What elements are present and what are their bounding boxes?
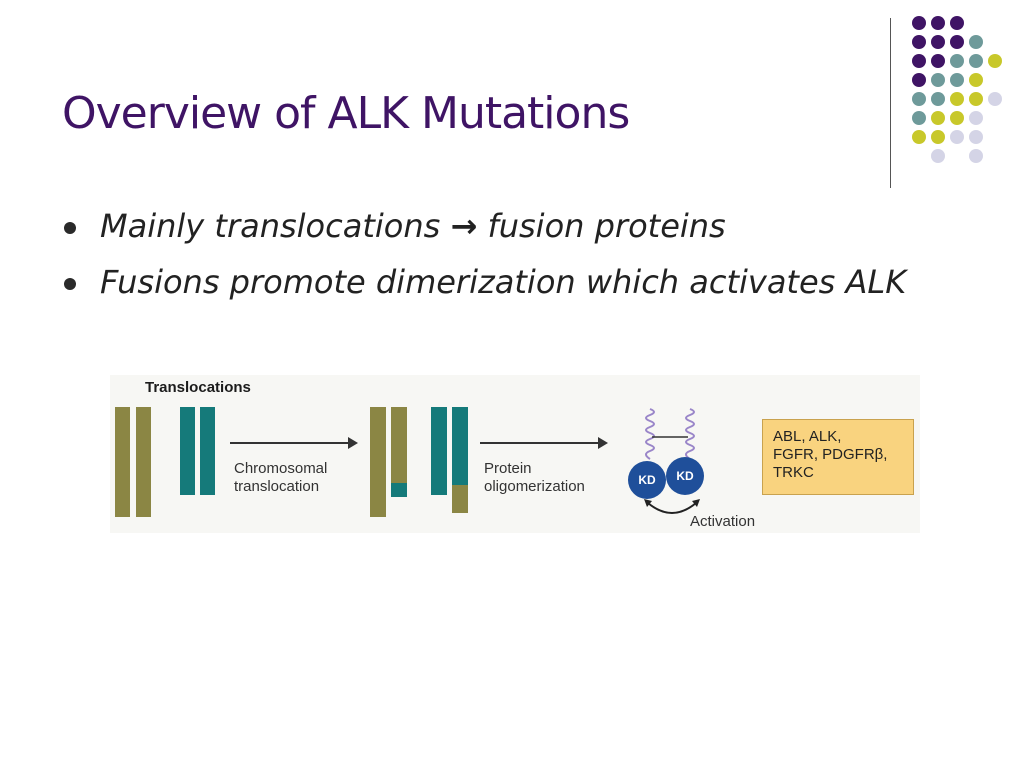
chromosome-teal: [431, 407, 447, 495]
decor-dot: [969, 35, 983, 49]
bullet-item: Mainly translocations → fusion proteins: [62, 200, 962, 252]
decor-dot: [912, 130, 926, 144]
decor-dot: [988, 92, 1002, 106]
decor-dot: [950, 73, 964, 87]
arrow-icon: [480, 437, 608, 449]
chromosome-fused: [391, 407, 407, 483]
decor-dot: [912, 111, 926, 125]
label-line: Chromosomal: [234, 460, 328, 477]
fusion-partner-coils: [645, 408, 695, 460]
bullet-list: Mainly translocations → fusion proteins …: [62, 200, 962, 308]
decor-dot: [988, 54, 1002, 68]
activation-arrow-icon: [644, 499, 700, 514]
kinase-list-box: ABL, ALK, FGFR, PDGFRβ, TRKC: [762, 419, 914, 495]
chromosome-fused: [452, 407, 468, 485]
decor-dot: [931, 35, 945, 49]
decor-dot: [931, 54, 945, 68]
decor-dot: [912, 73, 926, 87]
decor-dot: [969, 92, 983, 106]
chromosome-olive: [370, 407, 386, 517]
decor-dot: [931, 149, 945, 163]
chromosome-teal: [200, 407, 215, 495]
coil-left: [645, 408, 655, 460]
decor-dot: [969, 54, 983, 68]
kinase-line: FGFR, PDGFRβ,: [773, 446, 888, 463]
decor-dot: [950, 35, 964, 49]
chromosome-teal: [180, 407, 195, 495]
bullet-text: Fusions promote dimerization which activ…: [100, 263, 907, 301]
decor-dot: [950, 111, 964, 125]
coil-right: [685, 408, 695, 460]
chromosome-fused: [452, 485, 468, 513]
decor-dot: [931, 111, 945, 125]
decor-dot: [969, 73, 983, 87]
bullet-text: Mainly translocations: [100, 207, 451, 245]
right-arrow-icon: →: [450, 207, 478, 245]
chromosome-fused: [391, 483, 407, 497]
label-line: oligomerization: [484, 478, 585, 495]
decor-dot: [912, 54, 926, 68]
decor-dot: [912, 92, 926, 106]
decor-dot: [969, 111, 983, 125]
step-label-translocation: Chromosomal translocation: [234, 460, 327, 496]
chromosome-olive: [115, 407, 130, 517]
kinase-domain-right: KD: [666, 457, 704, 495]
step-label-oligomerization: Protein oligomerization: [484, 460, 585, 496]
decor-dot: [950, 130, 964, 144]
decor-dot: [969, 130, 983, 144]
chromosome-olive: [136, 407, 151, 517]
slide-title: Overview of ALK Mutations: [62, 88, 630, 139]
divider-line: [890, 18, 891, 188]
label-line: translocation: [234, 478, 320, 495]
arrow-icon: [230, 437, 358, 449]
figure-title: Translocations: [145, 379, 251, 396]
decor-dot: [912, 16, 926, 30]
kinase-line: ABL, ALK,: [773, 428, 842, 445]
bullet-dot: [64, 278, 76, 290]
kinase-domain-left: KD: [628, 461, 666, 499]
activation-label: Activation: [690, 513, 756, 530]
bullet-dot: [64, 222, 76, 234]
decor-dot: [931, 16, 945, 30]
decor-dot: [950, 92, 964, 106]
bullet-item: Fusions promote dimerization which activ…: [62, 256, 962, 308]
bullet-text: fusion proteins: [477, 207, 726, 245]
decor-dot: [912, 35, 926, 49]
label-line: Protein: [484, 460, 532, 477]
decor-dot: [931, 92, 945, 106]
decor-dot: [931, 130, 945, 144]
decor-dot: [969, 149, 983, 163]
kinase-line: TRKC: [773, 464, 814, 481]
decor-dot: [931, 73, 945, 87]
decor-dot: [950, 16, 964, 30]
translocation-figure: Translocations Chromosomal translocation…: [110, 375, 920, 533]
decor-dot: [950, 54, 964, 68]
